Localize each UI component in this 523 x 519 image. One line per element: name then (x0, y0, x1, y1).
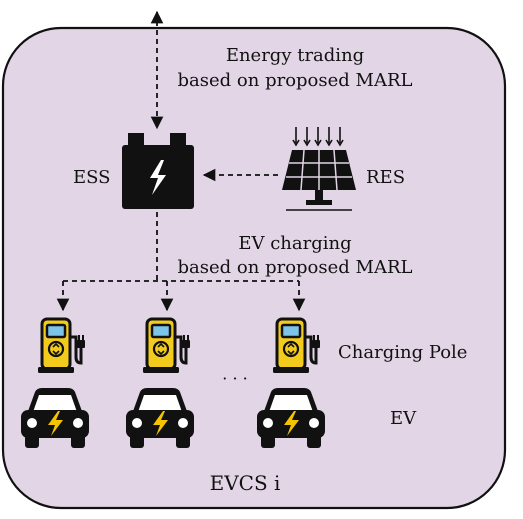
ellipsis: · · · (222, 369, 247, 388)
ess-label: ESS (73, 167, 111, 188)
energy-trading-label: Energy trading (226, 45, 364, 66)
ev-charging-sublabel: based on proposed MARL (178, 257, 413, 278)
energy-trading-sublabel: based on proposed MARL (178, 70, 413, 91)
charging-pole-label: Charging Pole (338, 342, 467, 363)
solar-panel-icon (282, 127, 356, 211)
ev-charging-arrows (56, 212, 306, 312)
ess-battery-icon (122, 133, 194, 209)
res-label: RES (366, 167, 405, 188)
ev-charging-label: EV charging (238, 233, 351, 254)
ev-label: EV (390, 408, 417, 429)
station-label: EVCS i (210, 471, 281, 495)
